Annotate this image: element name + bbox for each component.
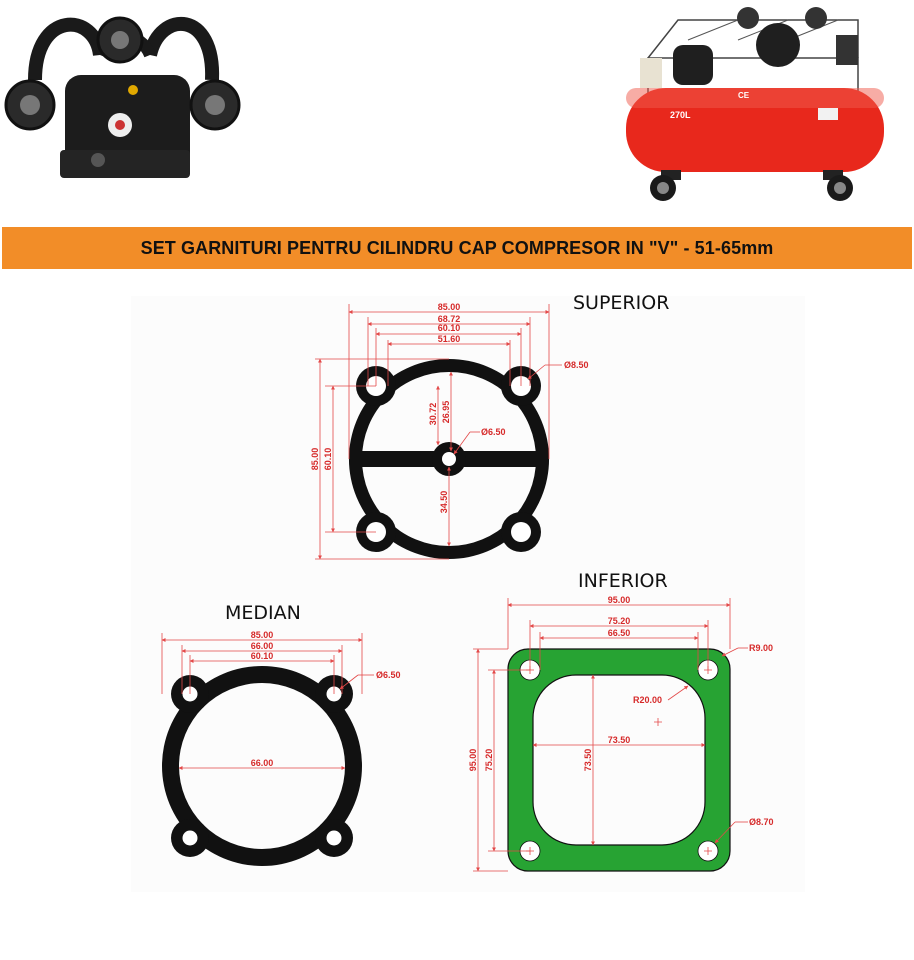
inferior-dim-window-radius: R20.00	[633, 695, 662, 705]
superior-dim-height-overall: 85.00	[310, 448, 320, 471]
inferior-dim-height-holes: 75.20	[484, 749, 494, 772]
superior-dim-width-overall: 85.00	[438, 302, 461, 312]
title-banner-text: SET GARNITURI PENTRU CILINDRU CAP COMPRE…	[140, 237, 774, 258]
median-dim-bore: 66.00	[251, 758, 274, 768]
tank-ce-mark: CE	[738, 91, 750, 100]
inferior-dim-hole-inner: 66.50	[608, 628, 631, 638]
inferior-title: INFERIOR	[578, 570, 668, 592]
superior-dim-top-offset: 30.72	[428, 403, 438, 426]
compressor-tank-photo: 270L CE	[626, 7, 884, 201]
inferior-dim-hole-center: 75.20	[608, 616, 631, 626]
inferior-gasket	[507, 648, 731, 872]
superior-title: SUPERIOR	[573, 292, 670, 314]
tank-capacity-label: 270L	[670, 110, 691, 120]
drawing-background	[131, 296, 805, 892]
median-dimensions: 85.00 66.00 60.10 Ø6.50 66.00	[161, 630, 401, 770]
inferior-dim-hole-dia: Ø8.70	[749, 817, 774, 827]
median-dim-hole-dia: Ø6.50	[376, 670, 401, 680]
inferior-dim-window-width: 73.50	[608, 735, 631, 745]
superior-dim-center-hole: Ø6.50	[481, 427, 506, 437]
median-dim-hole-outer: 66.00	[251, 641, 274, 651]
median-dim-hole-center: 60.10	[251, 651, 274, 661]
superior-dimensions: 85.00 68.72 60.10 51.60 Ø8.50 85.00 60.1…	[310, 302, 589, 560]
superior-dim-hole-outer: 68.72	[438, 314, 461, 324]
inferior-dim-width-overall: 95.00	[608, 595, 631, 605]
superior-dim-bore: 51.60	[438, 334, 461, 344]
title-banner: SET GARNITURI PENTRU CILINDRU CAP COMPRE…	[2, 227, 912, 269]
superior-dim-hole-dia: Ø8.50	[564, 360, 589, 370]
superior-dim-top-inner: 26.95	[441, 401, 451, 424]
superior-dim-hole-center: 60.10	[438, 323, 461, 333]
superior-dim-height-holes: 60.10	[323, 448, 333, 471]
inferior-dim-corner-radius: R9.00	[749, 643, 773, 653]
inferior-dim-window-height: 73.50	[583, 749, 593, 772]
median-title: MEDIAN	[225, 602, 301, 624]
inferior-dim-height-overall: 95.00	[468, 749, 478, 772]
median-dim-width-overall: 85.00	[251, 630, 274, 640]
compressor-head-photo	[4, 16, 241, 178]
inferior-dimensions: 95.00 75.20 66.50 R9.00 R20.00 73.50 73.…	[468, 595, 774, 872]
superior-dim-bottom-inner: 34.50	[439, 491, 449, 514]
